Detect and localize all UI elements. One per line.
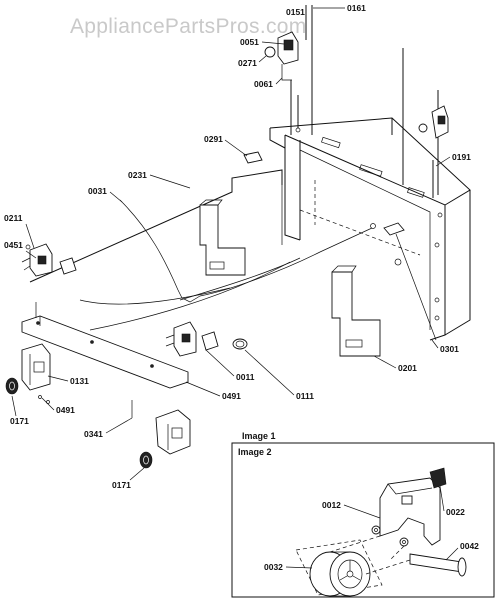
callout-0171-left: 0171 [10,416,29,426]
inset-axle [365,553,467,577]
callout-0211: 0211 [4,213,23,223]
callout-0451: 0451 [4,240,23,250]
callout-0171-right: 0171 [112,480,131,490]
callout-0491-left: 0491 [56,405,75,415]
callout-0161: 0161 [347,3,366,13]
bracket-left [199,199,246,276]
callout-0012: 0012 [322,500,341,510]
callout-0271: 0271 [238,58,257,68]
cabinet-frame [269,117,471,341]
callout-0051: 0051 [240,37,259,47]
callout-0032: 0032 [264,562,283,572]
inset-callouts: 0012 0022 0032 0042 [264,485,479,572]
inset-wheel [295,539,383,597]
caster-right [139,409,191,469]
callout-0341: 0341 [84,429,103,439]
callout-0061: 0061 [254,79,273,89]
callout-0022: 0022 [446,507,465,517]
callout-0191: 0191 [452,152,471,162]
watermark-text: AppliancePartsPros.com [70,15,307,38]
callout-0131: 0131 [70,376,89,386]
bracket-0301 [383,222,437,341]
callout-0011: 0011 [236,372,255,382]
callout-0231: 0231 [128,170,147,180]
callout-0291: 0291 [204,134,223,144]
callout-0031: 0031 [88,186,107,196]
bracket-0201 [331,265,381,357]
callout-0491-right: 0491 [222,391,241,401]
bracket-0191 [402,48,449,198]
switch-0011 [165,321,219,357]
callout-0151: 0151 [286,7,305,17]
wire-harness-0031 [79,199,402,331]
bracket-0291 [243,151,263,164]
callouts: 0151 0161 0051 0271 0061 0291 0191 0231 … [4,3,471,490]
inset-caster-bracket [329,467,447,561]
caster-left [5,343,51,404]
switch-0451 [21,243,77,277]
callout-0201: 0201 [398,363,417,373]
inset-title-image-1: Image 1 [242,431,276,441]
thermostat-assembly [264,5,313,135]
cap-0111 [232,338,248,350]
callout-0042: 0042 [460,541,479,551]
rail-0341 [21,302,189,418]
panel-0231 [29,169,283,283]
inset-title-image-2: Image 2 [238,447,272,457]
callout-0111: 0111 [296,391,314,401]
callout-0301: 0301 [440,344,459,354]
